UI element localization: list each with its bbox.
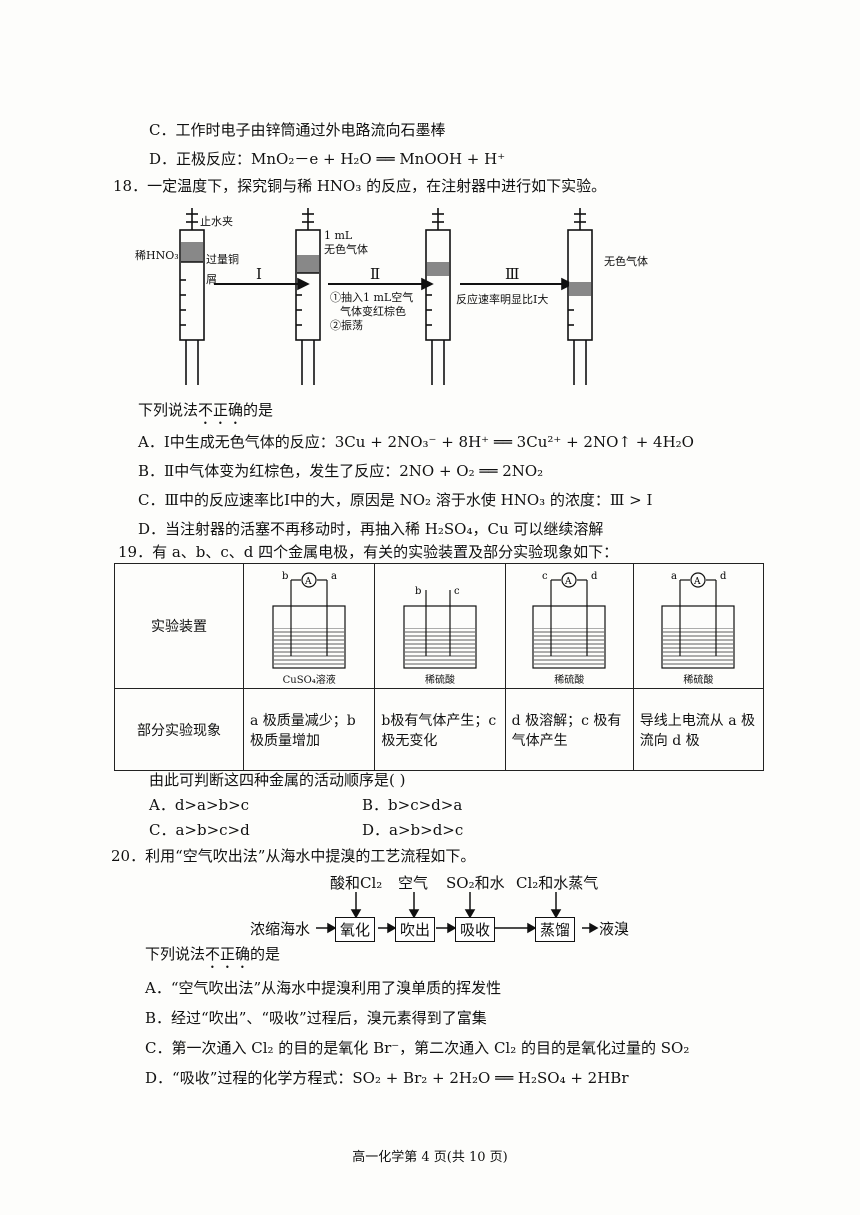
q20-option-b: B．经过“吹出”、“吸收”过程后，溴元素得到了富集 (145, 1009, 487, 1027)
svg-text:c: c (454, 586, 460, 597)
flow-input-1: 酸和Cl₂ (330, 874, 383, 892)
setup-1: b a A CuSO₄溶液 (242, 563, 376, 689)
q20-process-flow: 酸和Cl₂ 空气 SO₂和水 Cl₂和水蒸气 浓缩海水 氧化 吹出 吸收 蒸馏 … (246, 872, 666, 944)
flow-step-absorption: 吸收 (455, 917, 496, 942)
q18-option-b: B．Ⅱ中气体变为红棕色，发生了反应：2NO + O₂ ══ 2NO₂ (138, 462, 544, 480)
setup-4: a d A 稀硫酸 (632, 563, 765, 689)
q18-option-c: C．Ⅲ中的反应速率比Ⅰ中的大，原因是 NO₂ 溶于水使 HNO₃ 的浓度：Ⅲ >… (138, 491, 653, 509)
flow-start: 浓缩海水 (250, 920, 311, 938)
dilute-hno3-label: 稀HNO₃ (135, 249, 179, 262)
syringe-3 (425, 208, 451, 385)
colorless-gas-label: 无色气体 (324, 243, 368, 256)
q20-option-c: C．第一次通入 Cl₂ 的目的是氧化 Br⁻，第二次通入 Cl₂ 的目的是氧化过… (145, 1039, 690, 1057)
step3-note: 反应速率明显比Ⅰ大 (456, 293, 549, 306)
q20-option-d: D．“吸收”过程的化学方程式：SO₂ + Br₂ + 2H₂O ══ H₂SO₄… (145, 1069, 629, 1087)
syringe-2 (295, 208, 321, 385)
step2-note2: 气体变红棕色 (340, 305, 406, 318)
syringe-4 (567, 208, 593, 385)
q20-stem: 20．利用“空气吹出法”从海水中提溴的工艺流程如下。 (111, 847, 476, 865)
svg-text:c: c (542, 571, 548, 582)
svg-text:d: d (720, 571, 727, 582)
colorless-gas2-label: 无色气体 (604, 255, 648, 268)
q19-question: 由此可判断这四种金属的活动顺序是( ) (149, 771, 406, 789)
step2-note1: ①抽入1 mL空气 (330, 291, 414, 304)
phenomenon-1: a 极质量减少；b 极质量增加 (242, 688, 376, 771)
q19-experiment-table: 实验装置 b a A CuSO₄溶液 (114, 563, 765, 771)
flow-step-distillation: 蒸馏 (535, 917, 576, 942)
flow-input-2: 空气 (398, 874, 429, 892)
phenomenon-3: d 极溶解；c 极有气体产生 (504, 688, 634, 771)
solution-2: 稀硫酸 (425, 675, 456, 686)
flow-input-3: SO₂和水 (446, 874, 505, 892)
row-label-phenomena: 部分实验现象 (114, 688, 244, 771)
q20-option-a: A．“空气吹出法”从海水中提溴利用了溴单质的挥发性 (145, 979, 502, 997)
q18-option-d: D．当注射器的活塞不再移动时，再抽入稀 H₂SO₄，Cu 可以继续溶解 (138, 520, 604, 538)
q19-option-b: B．b>c>d>a (362, 796, 463, 814)
q18-option-a: A．Ⅰ中生成无色气体的反应：3Cu + 2NO₃⁻ + 8H⁺ ══ 3Cu²⁺… (138, 433, 694, 451)
flow-end: 液溴 (599, 920, 630, 938)
excess-cu-label: 过量铜屑 (206, 253, 239, 286)
q19-option-d: D．a>b>d>c (362, 821, 464, 839)
svg-text:d: d (591, 571, 598, 582)
step3-label: Ⅲ (505, 265, 520, 283)
row-label-setup: 实验装置 (114, 563, 244, 689)
svg-text:a: a (331, 571, 337, 582)
setup-3: c d A 稀硫酸 (504, 563, 634, 689)
svg-text:A: A (564, 577, 572, 587)
step2-label: Ⅱ (370, 265, 381, 283)
svg-text:b: b (415, 586, 421, 597)
q17-option-d: D．正极反应：MnO₂－e + H₂O ══ MnOOH + H⁺ (149, 150, 506, 168)
q19-stem: 19．有 a、b、c、d 四个金属电极，有关的实验装置及部分实验现象如下： (118, 543, 619, 561)
q19-option-a: A．d>a>b>c (149, 796, 250, 814)
flow-step-blowout: 吹出 (395, 917, 436, 942)
solution-1: CuSO₄溶液 (282, 675, 336, 686)
phenomenon-2: b极有气体产生；c 极无变化 (374, 688, 506, 771)
svg-text:A: A (693, 577, 701, 587)
setup-2: b c 稀硫酸 (374, 563, 506, 689)
step2-note3: ②振荡 (330, 319, 363, 332)
q18-syringe-diagram (179, 208, 593, 385)
svg-text:A: A (304, 577, 312, 587)
stopcock-label: 止水夹 (200, 215, 233, 228)
q18-prompt: 下列说法不正确的是 (138, 401, 274, 419)
phenomenon-4: 导线上电流从 a 极流向 d 极 (632, 688, 765, 771)
step1-label: Ⅰ (256, 265, 262, 283)
q18-stem: 18．一定温度下，探究铜与稀 HNO₃ 的反应，在注射器中进行如下实验。 (113, 177, 607, 195)
syringe-1 (179, 208, 205, 385)
flow-input-4: Cl₂和水蒸气 (516, 874, 599, 892)
svg-text:b: b (282, 571, 288, 582)
q17-option-c: C．工作时电子由锌筒通过外电路流向石墨棒 (149, 121, 446, 139)
solution-3: 稀硫酸 (554, 675, 585, 686)
q19-option-c: C．a>b>c>d (149, 821, 250, 839)
one-ml-label: 1 mL (324, 229, 353, 242)
page-footer: 高一化学第 4 页(共 10 页) (352, 1150, 508, 1165)
flow-step-oxidation: 氧化 (335, 917, 376, 942)
svg-text:a: a (671, 571, 677, 582)
solution-4: 稀硫酸 (683, 675, 714, 686)
q20-prompt: 下列说法不正确的是 (145, 945, 281, 963)
